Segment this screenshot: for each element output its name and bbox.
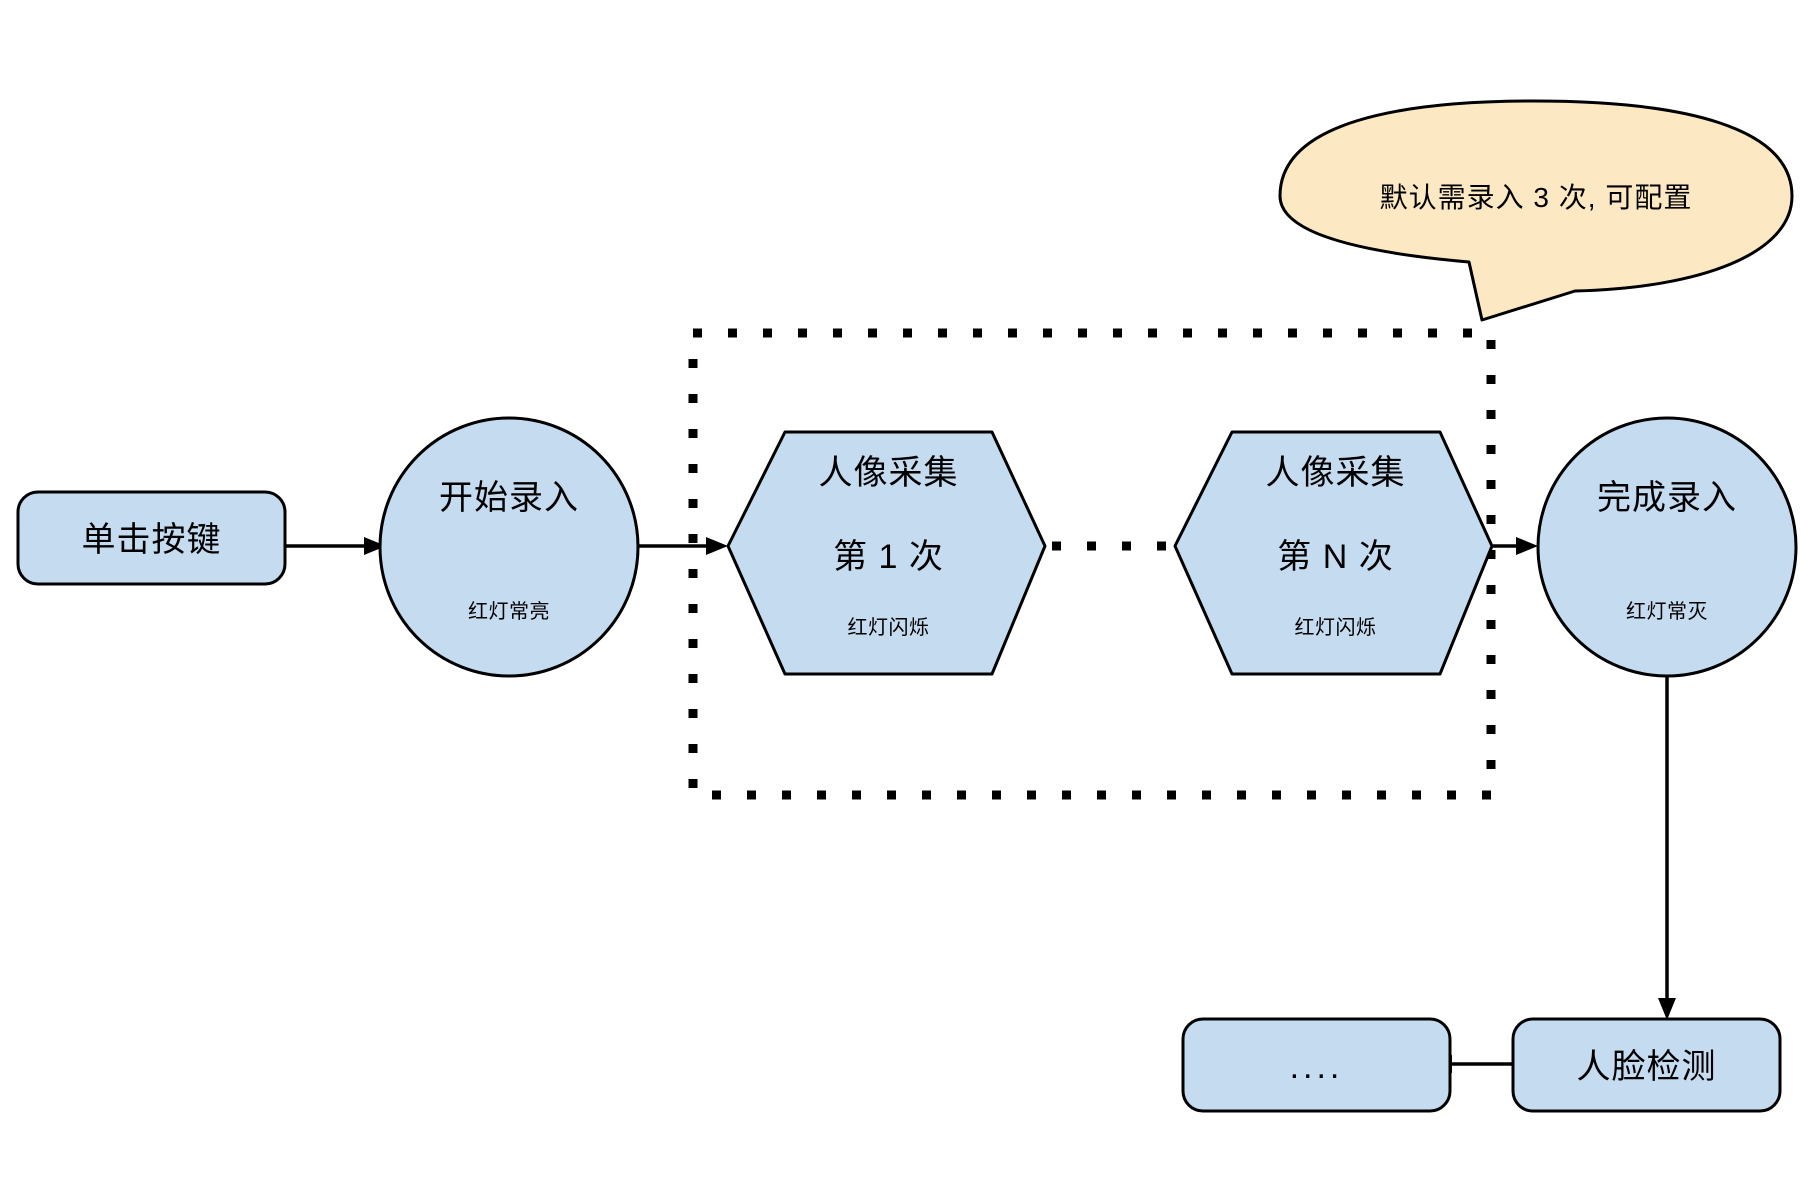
node-start-enroll[interactable] — [378, 416, 640, 678]
node-finish-enroll[interactable] — [1536, 416, 1798, 678]
arrow-head-click-to-start — [364, 537, 386, 555]
callout-bubble — [1278, 99, 1794, 322]
node-capture-first[interactable] — [726, 430, 1047, 676]
node-more-steps[interactable] — [1181, 1017, 1452, 1113]
node-click-key[interactable] — [16, 490, 287, 586]
arrow-head-start-to-capture1 — [706, 537, 728, 555]
node-capture-nth[interactable] — [1173, 430, 1494, 676]
arrow-head-finish-to-facedetect — [1658, 998, 1676, 1020]
node-face-detect[interactable] — [1511, 1017, 1782, 1113]
arrow-head-captureN-to-finish — [1516, 537, 1538, 555]
